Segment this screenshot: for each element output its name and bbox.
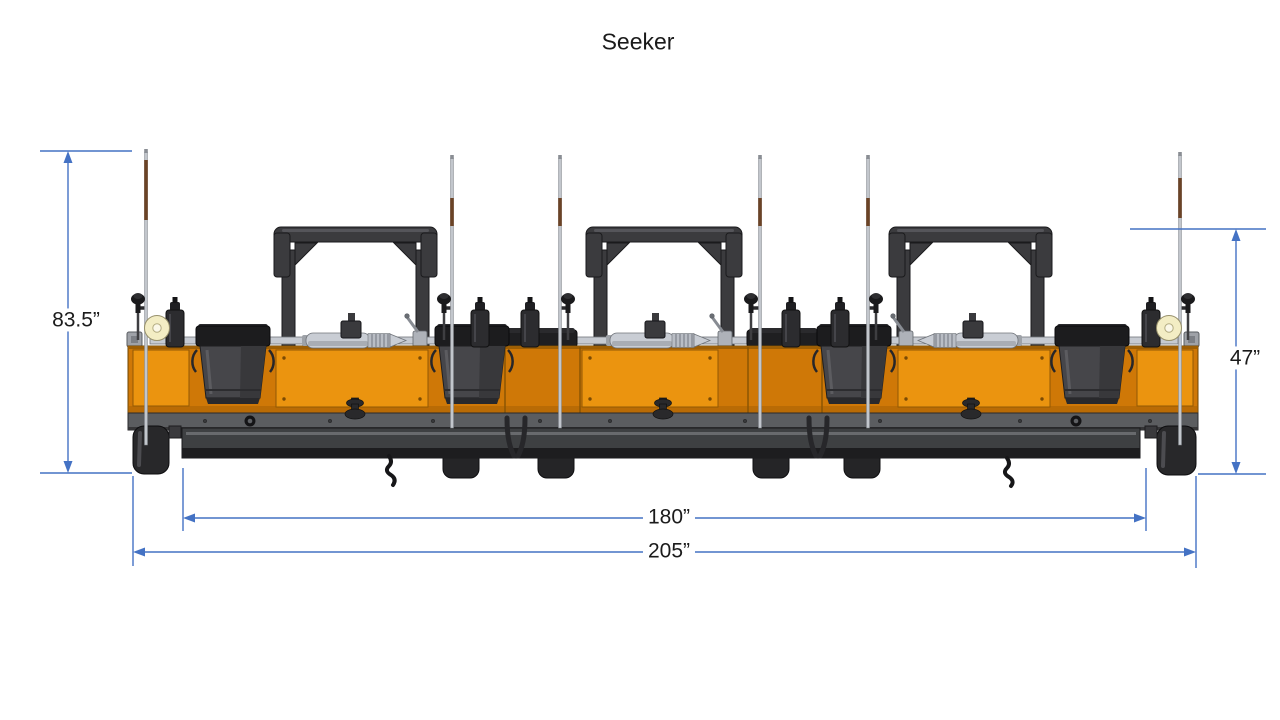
rollbar-handle <box>585 226 743 349</box>
rollbar-handle <box>888 226 1053 349</box>
front-buckets <box>191 324 1134 404</box>
bucket <box>1050 324 1134 404</box>
dimension-label-inner-width: 180” <box>642 505 696 529</box>
auger-devices <box>302 313 1022 349</box>
rollbar-handles <box>273 226 1053 349</box>
chassis-grommet <box>244 415 1082 427</box>
body-access-panels <box>132 349 1194 408</box>
undercarriage <box>181 427 1141 459</box>
dimension-label-overall-height: 83.5” <box>47 308 105 332</box>
ball-fitting <box>344 397 982 420</box>
drop-forks <box>504 415 830 459</box>
bucket <box>191 324 275 404</box>
antenna-pole <box>866 155 870 429</box>
antenna-pole <box>558 155 562 429</box>
auger <box>916 313 1022 349</box>
hanging-hooks <box>384 454 1015 488</box>
antenna-pole <box>758 155 762 429</box>
antenna-pole <box>144 149 148 446</box>
auger <box>606 313 712 349</box>
jack-cylinder <box>165 297 1161 348</box>
drawing-title: Seeker <box>601 28 675 55</box>
crank-knobs <box>131 293 1195 313</box>
jack-assemblies <box>136 297 1190 348</box>
spool-discs <box>144 315 1182 341</box>
antenna-pole <box>450 155 454 429</box>
outer-wheels <box>132 425 1197 476</box>
auger <box>302 313 408 349</box>
dimension-label-overall-width: 205” <box>642 539 696 563</box>
dimension-label-frame-height: 47” <box>1224 346 1266 370</box>
rollbar-handle <box>273 226 438 349</box>
rail-clamp <box>404 313 914 350</box>
